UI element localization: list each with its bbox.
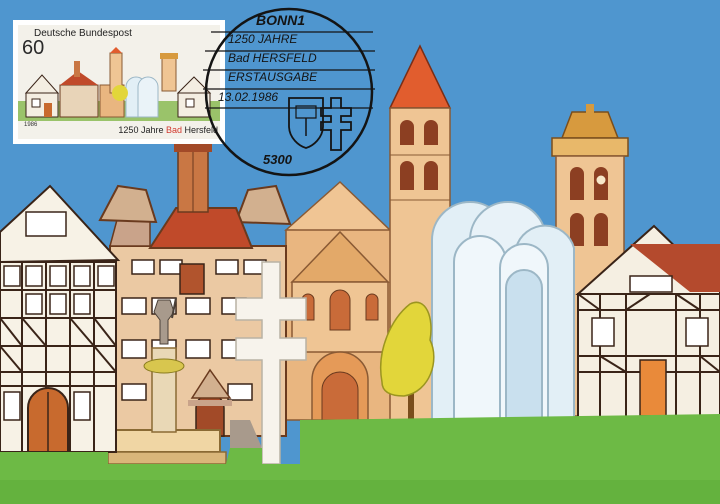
stamp-illustration — [18, 47, 220, 121]
postmark-date: 13.02.1986 — [218, 90, 279, 104]
right-timber-house — [575, 224, 720, 419]
tree — [380, 301, 435, 420]
postmark-line-2: Bad HERSFELD — [228, 51, 317, 65]
left-timber-house — [0, 184, 121, 453]
postmark-city: BONN1 — [256, 12, 306, 28]
postmark-postal-code: 5300 — [263, 152, 292, 167]
postmark — [203, 7, 375, 177]
glass-monument — [431, 201, 575, 425]
postmark-line-1: 1250 JAHRE — [228, 32, 298, 46]
stamp-face: Deutsche Bundespost 60 1986 1250 Jahre B… — [18, 25, 220, 139]
postage-stamp: Deutsche Bundespost 60 1986 1250 Jahre B… — [13, 20, 225, 144]
stamp-year: 1986 — [24, 122, 38, 128]
stamp-caption: 1250 Jahre Bad Hersfeld — [118, 125, 218, 135]
stamp-caption-prefix: 1250 Jahre — [118, 125, 166, 135]
stamp-caption-suffix: Hersfeld — [181, 125, 218, 135]
stamp-country: Deutsche Bundespost — [34, 28, 132, 39]
stamp-value: 60 — [22, 37, 45, 59]
postmark-line-3: ERSTAUSGABE — [228, 70, 318, 84]
fountain — [107, 297, 227, 465]
cross-icon — [320, 97, 352, 151]
stamp-caption-accent: Bad — [165, 125, 182, 135]
coat-of-arms-icon — [288, 97, 324, 149]
